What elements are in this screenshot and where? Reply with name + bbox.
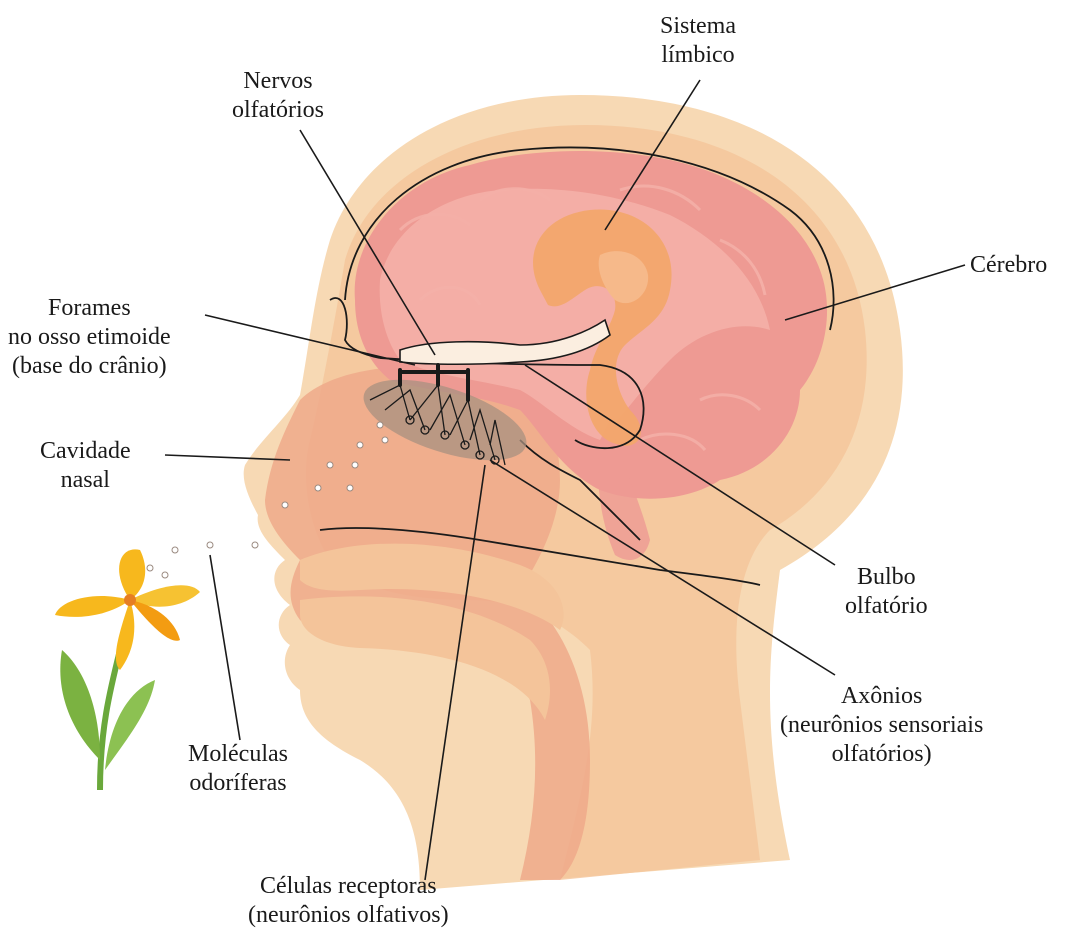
label-moleculas-line2: odoríferas: [188, 769, 288, 798]
label-forames-line3: (base do crânio): [8, 352, 171, 381]
label-celulas-receptoras: Células receptoras (neurônios olfativos): [248, 872, 449, 930]
label-sistema-limbico-line1: Sistema: [660, 12, 736, 41]
label-sistema-limbico: Sistema límbico: [660, 12, 736, 70]
label-axonios-line3: olfatórios): [780, 740, 983, 769]
label-cerebro-line1: Cérebro: [970, 251, 1047, 280]
label-nervos-olfatorios-line1: Nervos: [232, 67, 324, 96]
label-axonios-line2: (neurônios sensoriais: [780, 711, 983, 740]
label-sistema-limbico-line2: límbico: [660, 41, 736, 70]
label-cavidade-nasal: Cavidade nasal: [40, 437, 131, 495]
label-forames-line2: no osso etimoide: [8, 323, 171, 352]
label-axonios: Axônios (neurônios sensoriais olfatórios…: [780, 682, 983, 769]
label-moleculas: Moléculas odoríferas: [188, 740, 288, 798]
label-nervos-olfatorios-line2: olfatórios: [232, 96, 324, 125]
label-celulas-receptoras-line2: (neurônios olfativos): [248, 901, 449, 930]
label-forames: Forames no osso etimoide (base do crânio…: [8, 294, 171, 381]
label-nervos-olfatorios: Nervos olfatórios: [232, 67, 324, 125]
label-axonios-line1: Axônios: [780, 682, 983, 711]
label-bulbo-olfatorio-line1: Bulbo: [845, 563, 928, 592]
label-cerebro: Cérebro: [970, 251, 1047, 280]
label-celulas-receptoras-line1: Células receptoras: [248, 872, 449, 901]
label-cavidade-nasal-line1: Cavidade: [40, 437, 131, 466]
label-cavidade-nasal-line2: nasal: [40, 466, 131, 495]
label-moleculas-line1: Moléculas: [188, 740, 288, 769]
label-bulbo-olfatorio: Bulbo olfatório: [845, 563, 928, 621]
label-bulbo-olfatorio-line2: olfatório: [845, 592, 928, 621]
lily-flower: [55, 549, 200, 790]
leader-moleculas: [210, 555, 240, 740]
label-forames-line1: Forames: [8, 294, 171, 323]
